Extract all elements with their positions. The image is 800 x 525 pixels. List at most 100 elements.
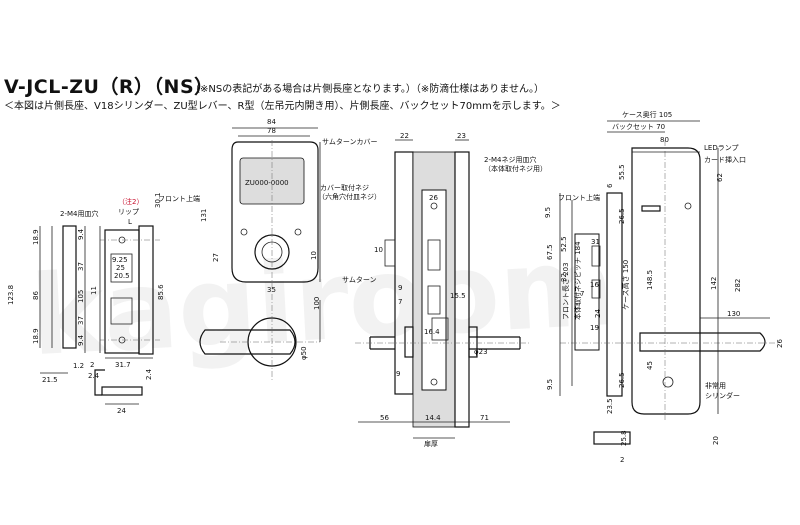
back-dim-17: 130 <box>727 310 740 318</box>
strike-dim-5: 37 <box>77 262 85 271</box>
back-dim-24: 20 <box>712 436 720 445</box>
strike-lip-label: リップ <box>118 208 139 216</box>
strike-dim-8: 37 <box>77 316 85 325</box>
back-dim-18: 26 <box>776 339 784 348</box>
case-screw-top <box>430 202 438 210</box>
strike-dim-7: 11 <box>90 286 98 295</box>
strike-dim-19: 2.4 <box>88 372 100 380</box>
lock-case-section <box>421 189 447 391</box>
side-dim-7: 16.4 <box>424 328 440 336</box>
emergency-label: 非常用 <box>705 381 726 390</box>
strike-dim-9: 9.4 <box>77 334 85 346</box>
front-dim-5: 35 <box>267 286 276 294</box>
strike-dim-20: 24 <box>117 407 126 415</box>
page-title: V-JCL-ZU（R）（NS） <box>4 76 214 98</box>
back-front-top-label: フロント上端 <box>558 193 600 202</box>
outer-rose-section <box>468 326 478 358</box>
side-dim-8: φ23 <box>474 348 488 356</box>
side-screw-hole-sub-label: （本体取付ネジ用） <box>484 164 547 173</box>
title-note: （※NSの表記がある場合は片側長座となります。）（※防滴仕様はありません。） <box>190 84 544 95</box>
lock-case-outline <box>574 233 600 351</box>
led-display-text: ZU000-0000 <box>245 179 289 187</box>
strike-bottom-profile <box>101 386 143 396</box>
front-top-label: フロント上端 <box>158 194 200 203</box>
bottom-profile <box>593 431 631 445</box>
emergency-cylinder <box>662 376 674 388</box>
back-lever-handle <box>639 332 766 352</box>
backset-label: バックセット 70 <box>612 123 665 131</box>
back-dim-11: 7 <box>580 290 584 298</box>
inner-rose-section <box>404 326 414 358</box>
side-dim-4: 9 <box>398 284 402 292</box>
mount-pitch-label: 本体取付ネジピッチ 184 <box>573 241 582 320</box>
strike-opening-upper <box>110 253 133 283</box>
back-dim-5: 26.5 <box>618 208 626 224</box>
back-escutcheon <box>631 147 701 415</box>
strike-dim-13: 85.6 <box>157 284 165 300</box>
strike-dim-18: 2.4 <box>145 368 153 380</box>
case-latch <box>591 279 601 299</box>
strike-dim-11: 25 <box>116 264 125 272</box>
side-outer-escutcheon <box>454 151 470 428</box>
card-slot <box>641 205 661 212</box>
front-dim-0: 84 <box>267 118 276 126</box>
thumbturn-label: サムターン <box>342 275 377 284</box>
strike-opening-lower <box>110 297 133 325</box>
back-dim-22: 23.5 <box>606 398 614 414</box>
deadbolt-section <box>427 239 441 271</box>
back-dim-16: 282 <box>734 279 742 292</box>
cover-screw-right <box>294 228 302 236</box>
back-dim-13: 19 <box>590 324 599 332</box>
side-dim-3: 10 <box>374 246 383 254</box>
emergency-sub-label: シリンダー <box>705 391 740 400</box>
side-dim-12: 71 <box>480 414 489 422</box>
page-subtitle: ＜本図は片側長座、V18シリンダー、ZU型レバー、R型（左吊元内開き用）、片側長… <box>4 101 561 112</box>
side-dim-5: 7 <box>398 298 402 306</box>
led-lamp <box>684 202 692 210</box>
led-lamp-label: LEDランプ <box>704 144 739 152</box>
strike-dim-0: 18.9 <box>32 229 40 245</box>
strike-dim-17: 1.2 <box>73 362 84 370</box>
watermark: kagiroom <box>28 222 618 380</box>
back-dim-25: 2 <box>620 456 624 464</box>
back-dim-8: 31 <box>591 238 600 246</box>
side-dim-11: 14.4 <box>425 414 441 422</box>
strike-dim-3: 18.9 <box>32 328 40 344</box>
strike-dim-12: 20.5 <box>114 272 130 280</box>
case-screw-bottom <box>430 378 438 386</box>
back-dim-1: 6 <box>606 183 614 188</box>
strike-dim-4: 9.4 <box>77 228 85 240</box>
back-dim-9: 32 <box>560 273 568 282</box>
strike-dim-1: 123.8 <box>7 285 15 305</box>
side-view <box>355 139 530 439</box>
latch-section <box>427 285 441 315</box>
back-dim-21: 9.5 <box>546 379 554 390</box>
strike-plate-side <box>62 225 77 349</box>
back-dim-0: 80 <box>660 136 669 144</box>
back-dim-4: 9.5 <box>544 207 552 218</box>
front-view: ZU000-0000 <box>199 127 321 380</box>
back-dim-23: 25.8 <box>620 430 628 446</box>
back-view <box>559 120 780 445</box>
strike-screw-hole-label: 2-M4用皿穴 <box>60 209 98 218</box>
back-dim-6: 67.5 <box>546 244 554 260</box>
thumbturn-section <box>384 239 396 267</box>
back-dim-19: 45 <box>646 361 654 370</box>
back-dim-3: 62 <box>716 173 724 182</box>
thumbturn-cover-label: サムターンカバー <box>322 137 378 146</box>
side-dim-9: 9 <box>396 370 400 378</box>
strike-view <box>39 225 160 405</box>
front-dim-8: φ50 <box>300 346 308 360</box>
back-dim-2: 55.5 <box>618 164 626 180</box>
strike-dim-16: 21.5 <box>42 376 58 384</box>
back-dim-10: 16 <box>590 281 599 289</box>
strike-dim-6: 105 <box>77 290 85 303</box>
lever-handle <box>199 329 296 355</box>
strike-dim-14: 31.7 <box>115 361 131 369</box>
strike-note-label: （注2） <box>118 197 143 206</box>
cover-screw-label: カバー取付ネジ <box>320 183 369 192</box>
strike-lip-len-label: L <box>128 218 132 226</box>
strike-dim-2: 86 <box>32 291 40 300</box>
strike-lip-profile <box>94 369 105 396</box>
